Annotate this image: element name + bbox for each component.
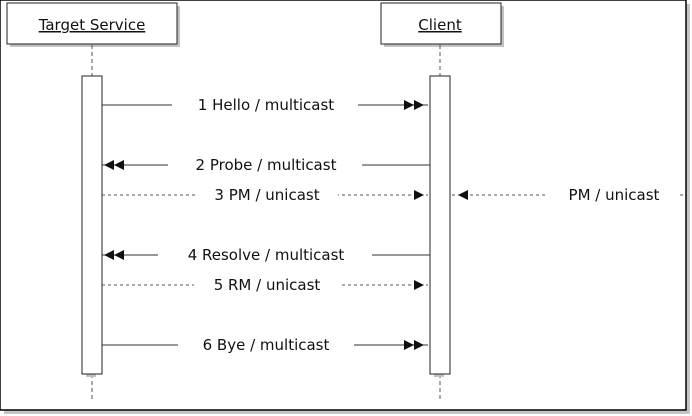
target-activation-bar (81, 75, 103, 375)
msg2-label-bg (168, 154, 362, 176)
external-pm-arrowhead (458, 190, 468, 200)
external-pm-label: PM / unicast (569, 186, 660, 204)
msg1-label: 1 Hello / multicast (198, 96, 335, 114)
msg1-label-bg (172, 94, 358, 116)
msg2-label: 2 Probe / multicast (196, 156, 337, 174)
client-box (380, 2, 502, 45)
msg4-label-bg (158, 244, 372, 266)
msg2-arrowhead-b (114, 160, 124, 170)
msg6-arrowhead-b (414, 340, 424, 350)
msg4-label: 4 Resolve / multicast (188, 246, 345, 264)
msg2-arrowhead-a (104, 160, 114, 170)
msg1-arrowhead-b (414, 100, 424, 110)
msg4-arrowhead-a (104, 250, 114, 260)
target-service-title: Target Service (38, 16, 146, 34)
msg5-arrowhead (414, 280, 424, 290)
msg6-arrowhead-a (404, 340, 414, 350)
msg6-label-bg (178, 334, 354, 356)
client-activation-bar (429, 75, 451, 375)
msg3-label: 3 PM / unicast (214, 186, 319, 204)
msg5-label: 5 RM / unicast (214, 276, 321, 294)
msg1-arrowhead-a (404, 100, 414, 110)
external-pm-label-bg (548, 184, 680, 206)
target-service-box (6, 2, 178, 45)
client-title: Client (418, 16, 462, 34)
msg4-arrowhead-b (114, 250, 124, 260)
msg5-label-bg (194, 274, 340, 296)
msg6-label: 6 Bye / multicast (203, 336, 330, 354)
msg3-arrowhead (414, 190, 424, 200)
msg3-label-bg (196, 184, 338, 206)
